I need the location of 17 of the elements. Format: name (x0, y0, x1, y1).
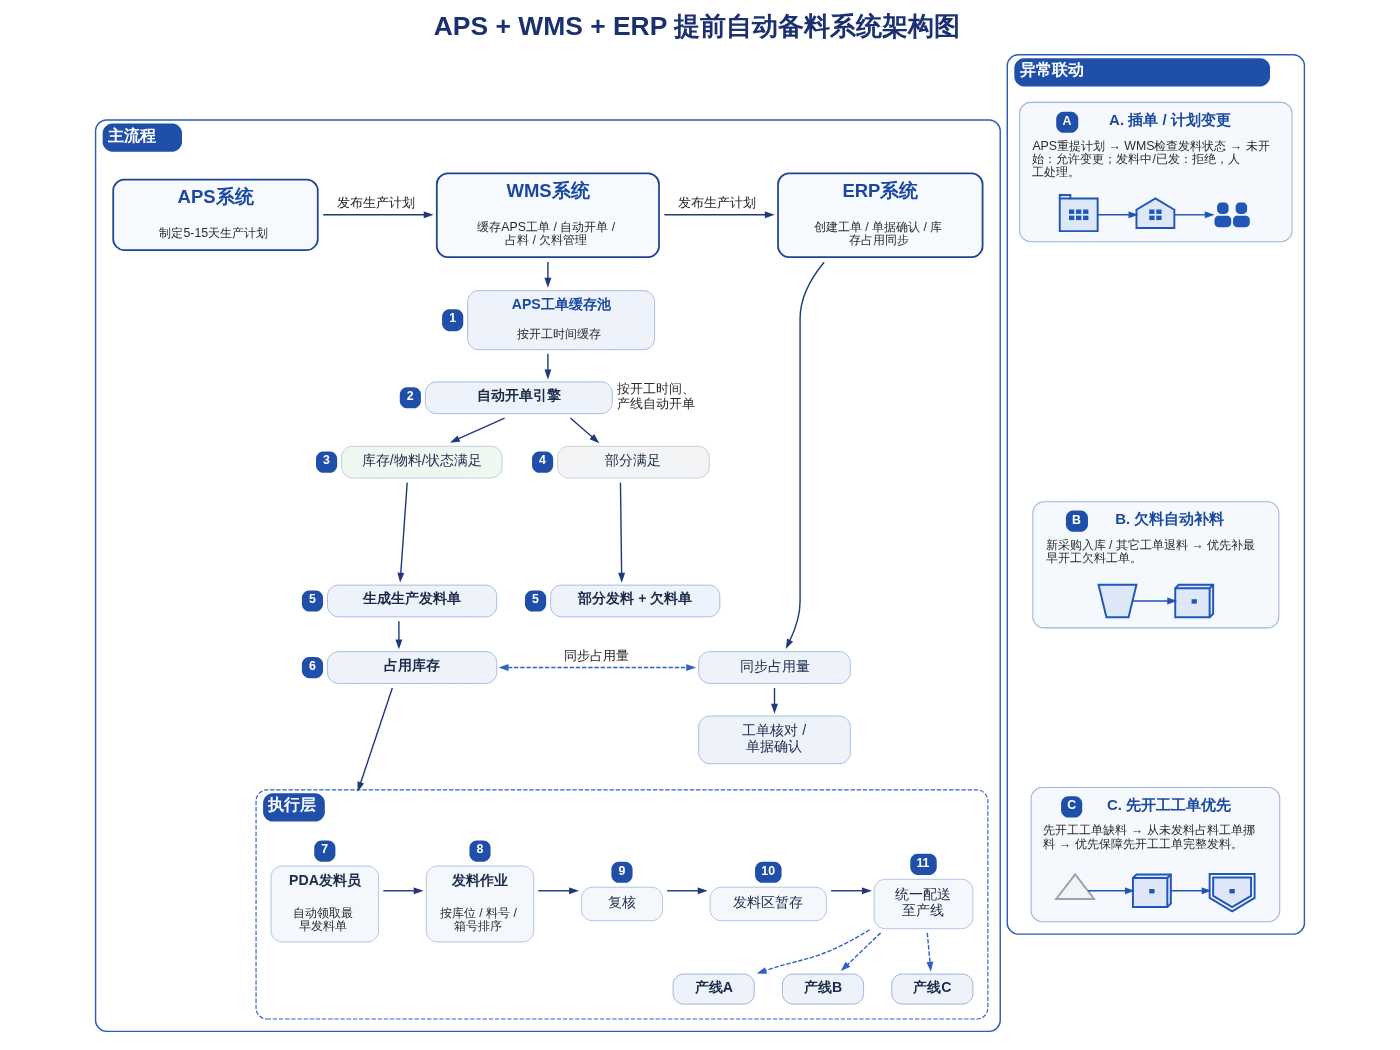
edge-label: 发布生产计划 (337, 194, 416, 210)
edge-label: 发布生产计划 (678, 194, 757, 210)
node-label: 2 (406, 389, 414, 404)
node-label: 按开工时间、产线自动开单 (616, 381, 695, 412)
diagram-title: APS + WMS + ERP 提前自动备料系统架构图 (433, 11, 961, 42)
node-label: 4 (539, 453, 546, 468)
node-label: 8 (476, 842, 484, 857)
node-label: 10 (761, 863, 775, 878)
node-label: 5 (308, 592, 316, 607)
node-label: 1 (449, 311, 457, 326)
node-label: 5 (532, 592, 539, 607)
node-label: 6 (308, 658, 316, 673)
node-label: 3 (323, 453, 330, 468)
edge-label: 同步占用量 (563, 647, 629, 663)
node-label: 11 (916, 855, 930, 870)
node-label: 9 (618, 863, 626, 878)
node-label: 7 (321, 842, 329, 857)
